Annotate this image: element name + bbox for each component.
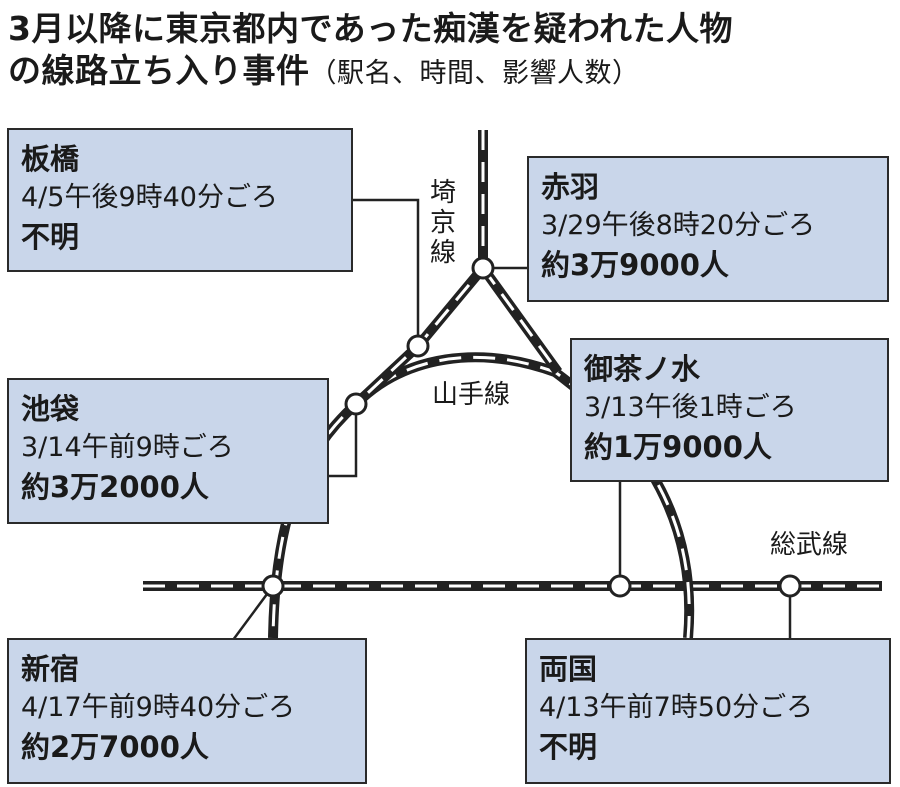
- station-marker-ochanomizu: [608, 574, 632, 598]
- station-time: 3/13午後1時ごろ: [584, 392, 797, 423]
- station-marker-shinjuku: [261, 574, 285, 598]
- station-name: 新宿: [21, 652, 80, 686]
- connector-itabashi: [352, 198, 420, 346]
- diagram-title: 3月以降に東京都内であった痴漢を疑われた人物 の線路立ち入り事件（駅名、時間、影…: [8, 8, 898, 95]
- title-main-2: の線路立ち入り事件: [8, 51, 310, 90]
- title-subtitle: （駅名、時間、影響人数）: [309, 58, 640, 89]
- station-name: 赤羽: [541, 170, 600, 204]
- station-name: 両国: [539, 652, 598, 686]
- connector-ikebukuro: [328, 404, 358, 478]
- line-label-saikyo: 埼京線: [429, 178, 456, 268]
- title-line-2: の線路立ち入り事件（駅名、時間、影響人数）: [8, 50, 898, 95]
- station-box-akabane: 赤羽 3/29午後8時20分ごろ 約3万9000人: [527, 156, 889, 302]
- station-marker-ryogoku: [778, 574, 802, 598]
- line-label-sobu: 総武線: [770, 530, 849, 560]
- station-name: 板橋: [21, 142, 80, 176]
- station-impact: 約3万9000人: [541, 248, 729, 282]
- saikyo-line-track: [352, 130, 563, 408]
- station-impact: 不明: [539, 730, 598, 764]
- station-time: 4/5午後9時40分ごろ: [21, 182, 278, 213]
- station-impact: 約2万7000人: [21, 730, 209, 764]
- station-box-ochanomizu: 御茶ノ水 3/13午後1時ごろ 約1万9000人: [570, 338, 889, 482]
- station-marker-akabane: [471, 256, 495, 280]
- station-marker-ikebukuro: [344, 392, 368, 416]
- station-time: 4/13午前7時50分ごろ: [539, 692, 814, 723]
- station-impact: 不明: [21, 220, 80, 254]
- station-name: 御茶ノ水: [584, 352, 701, 386]
- station-box-shinjuku: 新宿 4/17午前9時40分ごろ 約2万7000人: [7, 638, 367, 784]
- station-name: 池袋: [21, 392, 80, 426]
- station-time: 3/14午前9時ごろ: [21, 432, 234, 463]
- station-box-itabashi: 板橋 4/5午後9時40分ごろ 不明: [7, 128, 353, 272]
- line-label-yamanote: 山手線: [432, 380, 511, 410]
- station-box-ryogoku: 両国 4/13午前7時50分ごろ 不明: [525, 638, 891, 784]
- station-impact: 約3万2000人: [21, 470, 209, 504]
- station-marker-itabashi: [406, 334, 430, 358]
- station-time: 3/29午後8時20分ごろ: [541, 210, 816, 241]
- title-line-1: 3月以降に東京都内であった痴漢を疑われた人物: [8, 9, 733, 48]
- station-box-ikebukuro: 池袋 3/14午前9時ごろ 約3万2000人: [7, 378, 329, 524]
- station-impact: 約1万9000人: [584, 430, 772, 464]
- station-markers: [261, 256, 802, 598]
- station-time: 4/17午前9時40分ごろ: [21, 692, 296, 723]
